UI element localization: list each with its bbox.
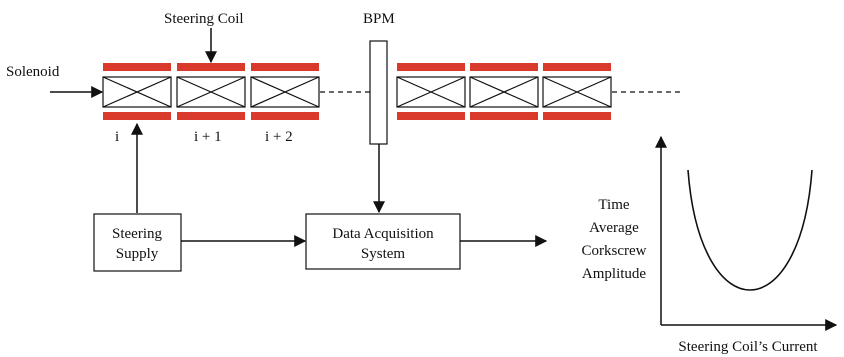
graph-y-label-line1: Time <box>598 197 629 213</box>
steering-supply-label-line2: Supply <box>116 246 159 262</box>
corkscrew-amplitude-curve <box>687 169 813 291</box>
bpm-label: BPM <box>363 11 395 27</box>
solenoid-label: Solenoid <box>6 64 60 80</box>
steering-coil-bottom-6 <box>543 112 611 120</box>
index-label-i-plus-2: i + 2 <box>265 129 293 145</box>
data-acquisition-box <box>305 213 461 270</box>
graph-y-label-line3: Corkscrew <box>582 243 647 259</box>
solenoid-cell-2 <box>176 76 246 108</box>
steering-supply-label-line1: Steering <box>112 226 162 242</box>
solenoid-cell-1 <box>102 76 172 108</box>
steering-coil-top-3 <box>251 63 319 71</box>
steering-coil-label: Steering Coil <box>164 11 244 27</box>
solenoid-cell-6 <box>542 76 612 108</box>
steering-coil-top-1 <box>103 63 171 71</box>
index-label-i-plus-1: i + 1 <box>194 129 222 145</box>
solenoid-cell-4 <box>396 76 466 108</box>
steering-coil-top-4 <box>397 63 465 71</box>
graph-x-label: Steering Coil’s Current <box>678 339 818 355</box>
bpm-device <box>369 40 388 145</box>
solenoid-cells <box>102 76 612 108</box>
steering-coil-top-5 <box>470 63 538 71</box>
index-label-i: i <box>115 129 119 145</box>
graph-y-label-line2: Average <box>589 220 639 236</box>
steering-coil-bottom-4 <box>397 112 465 120</box>
data-acquisition-label-line1: Data Acquisition <box>332 226 434 242</box>
data-acquisition-label-line2: System <box>361 246 406 262</box>
steering-coil-top-2 <box>177 63 245 71</box>
solenoid-cell-5 <box>469 76 539 108</box>
steering-coils <box>103 63 611 120</box>
steering-supply-box <box>93 213 182 272</box>
steering-coil-top-6 <box>543 63 611 71</box>
steering-coil-bottom-5 <box>470 112 538 120</box>
steering-coil-bottom-3 <box>251 112 319 120</box>
graph-y-label-line4: Amplitude <box>582 266 647 282</box>
solenoid-cell-3 <box>250 76 320 108</box>
steering-coil-bottom-1 <box>103 112 171 120</box>
steering-coil-bottom-2 <box>177 112 245 120</box>
